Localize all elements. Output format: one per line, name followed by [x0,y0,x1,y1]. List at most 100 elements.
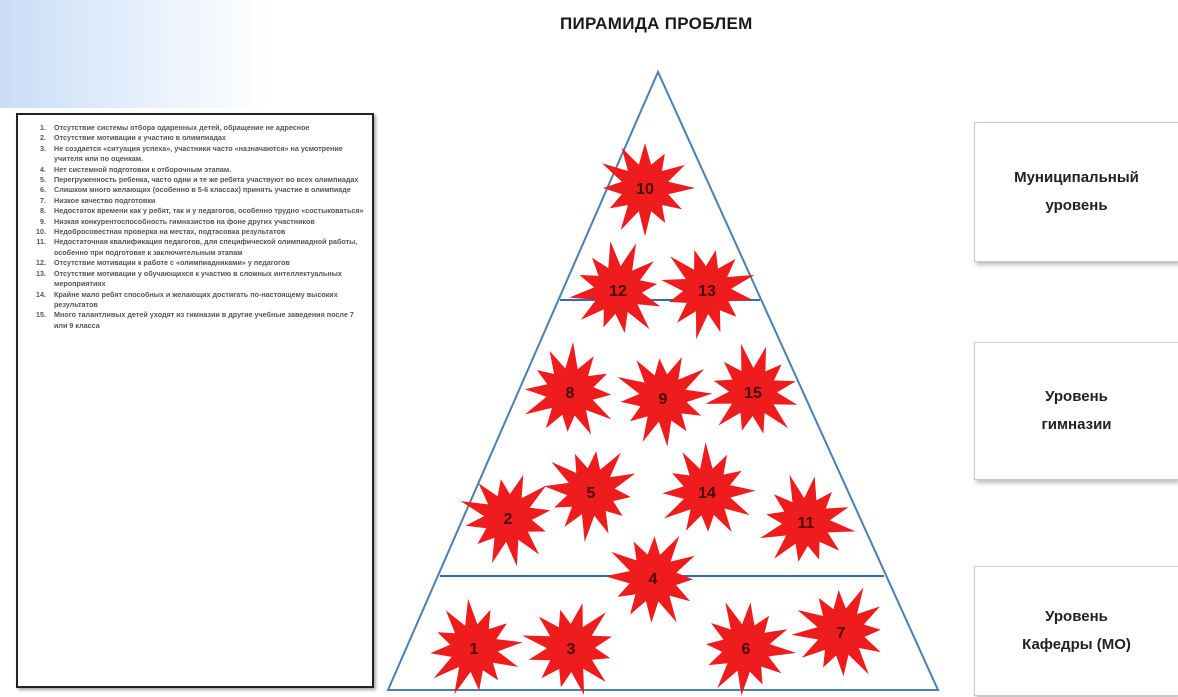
problem-star: 1 [430,598,523,695]
problem-number: 2. [40,133,46,143]
problem-item: 11. Недостаточная квалификация педагогов,… [28,237,364,258]
problem-number: 11. [36,237,46,247]
problem-number: 12. [36,258,46,268]
star-number: 13 [698,283,716,300]
problem-text: Отсутствие мотивации у обучающихся к уча… [54,268,342,289]
problem-star: 10 [601,143,696,237]
star-number: 12 [609,283,627,300]
level-gymnasium-line1: Уровень [1045,388,1108,405]
problem-text: Слишком много желающих (особенно в 5-6 к… [54,185,351,195]
star-shape [569,241,661,333]
star-shape [760,474,856,562]
problem-item: 2. Отсутствие мотивации к участию в олимп… [28,133,364,143]
problem-item: 7. Низкое качество подготовки [28,196,364,206]
problem-text: Много талантливых детей уходят из гимназ… [54,310,354,330]
problem-item: 15. Много талантливых детей уходят из гим… [28,310,364,331]
problem-number: 9. [40,216,46,226]
star-number: 2 [504,511,513,528]
star-number: 5 [587,485,596,502]
level-municipal-line1: Муниципальный [1014,169,1139,186]
star-number: 15 [744,385,762,402]
problem-item: 3. Не создается «ситуация успеха», участн… [28,144,364,165]
problem-number: 8. [40,206,46,216]
level-gymnasium: Уровень гимназии [974,342,1178,480]
star-number: 11 [798,515,815,532]
diagram-title: ПИРАМИДА ПРОБЛЕМ [560,14,753,33]
star-number: 14 [698,485,716,502]
corner-gradient [0,0,270,108]
problem-star: 12 [569,241,661,333]
problem-star: 13 [661,249,755,340]
problem-number: 13. [36,268,46,278]
star-shape [706,602,797,696]
star-number: 8 [566,385,575,402]
problem-star: 15 [705,343,798,434]
problem-number: 5. [40,175,46,185]
problem-star: 2 [460,475,551,567]
problem-number: 14. [36,289,46,299]
problem-item: 10. Недобросовестная проверка на местах, … [28,227,364,237]
problem-item: 14. Крайне мало ребят способных и желающи… [28,290,364,311]
problem-item: 9. Низкая конкурентоспособность гимназист… [28,217,364,227]
star-number: 1 [470,641,479,658]
star-shape [460,475,551,567]
problem-text: Отсутствие мотивации к участию в олимпиа… [54,133,226,143]
star-shape [661,249,755,340]
star-shape [430,598,523,695]
problem-text: Недостаточная квалификация педагогов, дл… [54,237,358,257]
level-department: Уровень Кафедры (МО) [974,566,1178,696]
level-municipal: Муниципальный уровень [974,122,1178,262]
problem-list-box: 1. Отсутствие системы отбора одаренных де… [16,113,374,688]
problem-text: Низкое качество подготовки [54,195,156,205]
problem-number: 7. [40,195,46,205]
star-shape [544,451,636,542]
problem-number: 3. [40,143,46,153]
problem-star: 3 [522,603,612,695]
problem-text: Недобросовестная проверка на местах, под… [54,227,286,237]
problem-item: 12. Отсутствие мотивации к работе с «олим… [28,258,364,268]
problem-text: Крайне мало ребят способных и желающих д… [54,289,338,309]
problem-star: 14 [662,442,756,532]
star-shape [617,357,713,447]
problem-star: 5 [544,451,636,542]
problem-text: Перегруженность ребенка, часто одни и те… [54,175,359,185]
star-shape [662,442,756,532]
star-number: 9 [659,391,668,408]
problem-text: Не создается «ситуация успеха», участник… [54,143,343,164]
problem-number: 4. [40,164,46,174]
problem-number: 1. [40,123,46,132]
problem-text: Низкая конкурентоспособность гимназистов… [54,216,315,226]
problem-star: 6 [706,602,797,696]
star-shape [524,341,612,435]
problem-item: 8. Недостаток времени как у ребят, так и … [28,206,364,216]
problem-item: 1. Отсутствие системы отбора одаренных де… [28,123,364,133]
problem-star: 8 [524,341,612,435]
star-shape [605,535,695,623]
star-shape [601,143,696,237]
problem-text: Отсутствие системы отбора одаренных дете… [54,123,310,132]
star-shape [522,603,612,695]
problem-number: 15. [36,310,46,320]
problem-text: Нет системной подготовки к отборочным эт… [54,164,232,174]
problem-text: Недостаток времени как у ребят, так и у … [54,206,364,216]
problem-star: 9 [617,357,713,447]
problem-item: 6. Слишком много желающих (особенно в 5-6… [28,185,364,195]
problem-item: 5. Перегруженность ребенка, часто одни и … [28,175,364,185]
level-department-line1: Уровень [1045,608,1108,625]
star-number: 6 [742,641,751,658]
problem-star: 4 [605,535,695,623]
problem-number: 10. [36,227,46,237]
problem-star: 7 [791,587,881,677]
star-number: 4 [649,571,658,588]
problem-text: Отсутствие мотивации к работе с «олимпиа… [54,258,290,268]
level-municipal-line2: уровень [1045,197,1108,214]
problem-number: 6. [40,185,46,195]
star-number: 10 [636,181,654,198]
level-department-line2: Кафедры (МО) [1022,636,1131,653]
problem-star: 11 [760,474,856,562]
star-shape [791,587,881,677]
star-number: 3 [567,641,576,658]
problem-item: 4. Нет системной подготовки к отборочным … [28,165,364,175]
